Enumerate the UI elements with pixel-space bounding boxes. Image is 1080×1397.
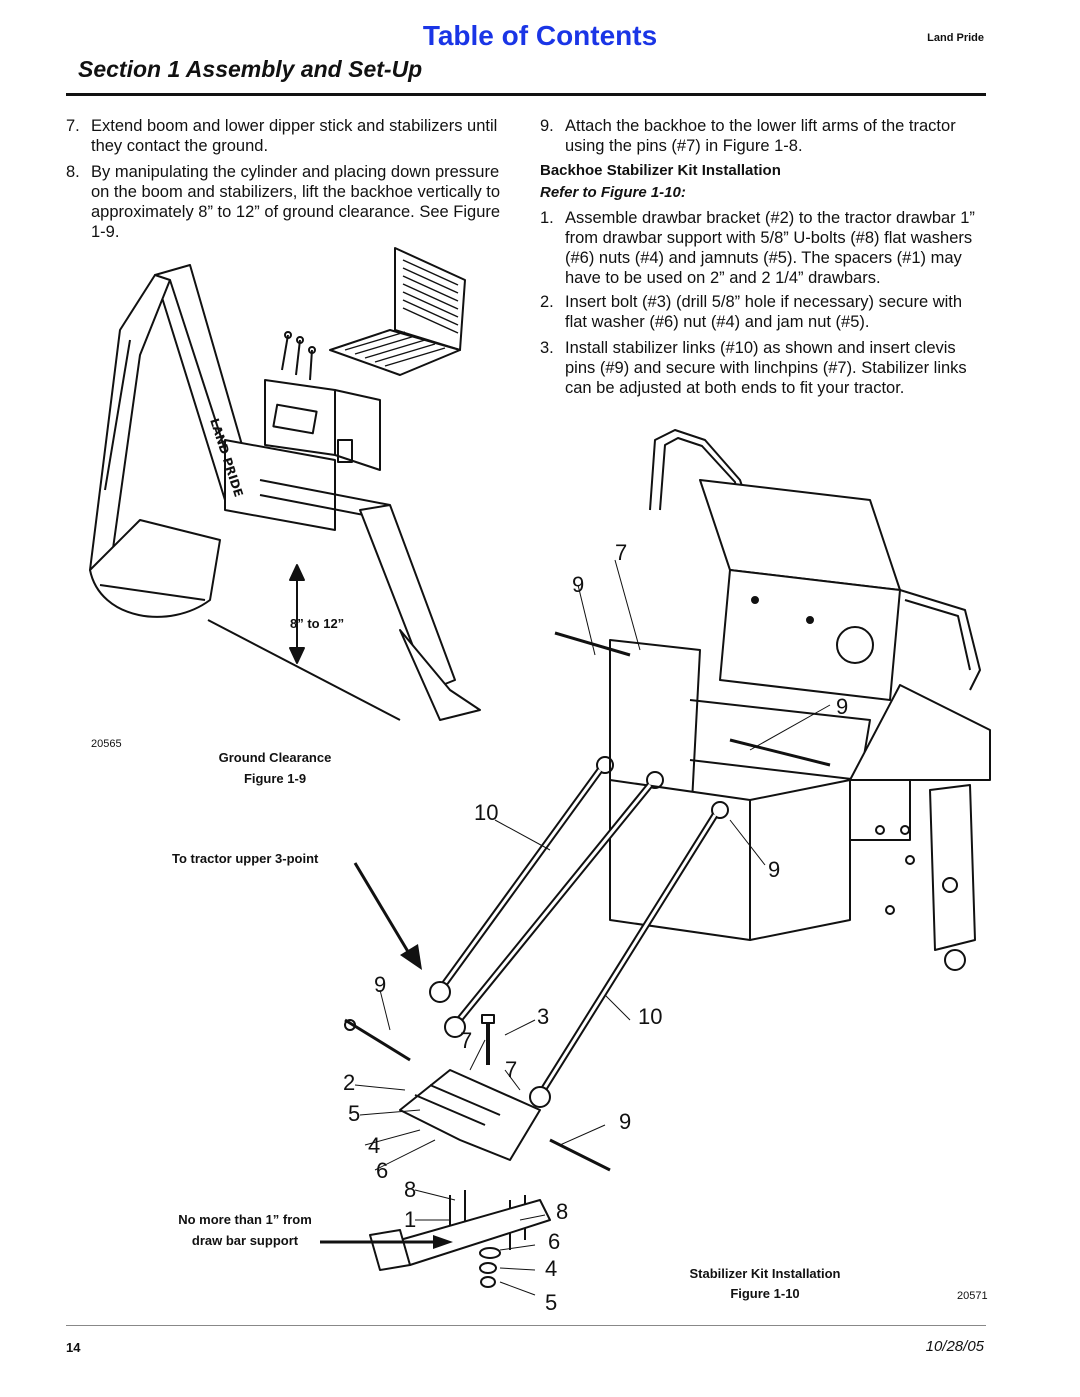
figure-caption-number: Figure 1-9 xyxy=(243,771,307,786)
lower-callout-line1: No more than 1” from xyxy=(178,1212,312,1227)
figure-caption-title: Ground Clearance xyxy=(218,750,332,765)
step-text: Extend boom and lower dipper stick and s… xyxy=(91,117,498,155)
refer-to-figure: Refer to Figure 1-10: xyxy=(540,184,686,201)
item-label: 4 xyxy=(545,1256,558,1281)
page-date: 10/28/05 xyxy=(925,1338,984,1355)
item-label: 6 xyxy=(376,1158,389,1183)
figure-part-id: 20571 xyxy=(957,1290,988,1302)
item-label: 5 xyxy=(348,1101,361,1126)
item-label: 7 xyxy=(615,540,628,565)
item-label: 9 xyxy=(836,694,849,719)
upper-3-point-callout: To tractor upper 3-point xyxy=(172,851,319,866)
step-8: 8. By manipulating the cylinder and plac… xyxy=(66,162,501,242)
step-text: By manipulating the cylinder and placing… xyxy=(91,163,501,241)
item-label: 5 xyxy=(545,1290,558,1315)
kit-step-2: 2. Insert bolt (#3) (drill 5/8” hole if … xyxy=(540,292,988,332)
section-title: Section 1 Assembly and Set-Up xyxy=(78,56,423,82)
step-number: 2. xyxy=(540,293,554,311)
step-9: 9. Attach the backhoe to the lower lift … xyxy=(540,116,988,156)
kit-step-3: 3. Install stabilizer links (#10) as sho… xyxy=(540,338,988,398)
kit-heading: Backhoe Stabilizer Kit Installation xyxy=(540,162,781,179)
item-label: 7 xyxy=(460,1028,473,1053)
callout-arrow-upper xyxy=(353,862,422,970)
footer-rule xyxy=(66,1325,986,1326)
stabilizer-kit-illustration xyxy=(344,429,991,1296)
item-label: 9 xyxy=(572,572,585,597)
item-label: 7 xyxy=(505,1057,518,1082)
item-label: 4 xyxy=(368,1133,381,1158)
item-label: 10 xyxy=(474,800,499,825)
step-text: Install stabilizer links (#10) as shown … xyxy=(565,339,967,397)
step-number: 9. xyxy=(540,117,554,135)
backhoe-illustration: LAND PRIDE xyxy=(89,247,481,721)
figure-caption-title: Stabilizer Kit Installation xyxy=(689,1266,841,1281)
figure-part-id: 20565 xyxy=(91,738,122,750)
brand-name: Land Pride xyxy=(927,32,984,44)
measure-label: 8” to 12” xyxy=(290,616,345,631)
item-label: 1 xyxy=(404,1207,417,1232)
step-text: Attach the backhoe to the lower lift arm… xyxy=(565,117,956,155)
lower-callout-line2: draw bar support xyxy=(191,1233,299,1248)
item-label: 3 xyxy=(537,1004,550,1029)
item-label: 6 xyxy=(548,1229,561,1254)
item-label: 9 xyxy=(374,972,387,997)
item-label: 9 xyxy=(619,1109,632,1134)
step-number: 8. xyxy=(66,163,80,181)
page-number: 14 xyxy=(66,1340,81,1355)
kit-step-1: 1. Assemble drawbar bracket (#2) to the … xyxy=(540,208,988,288)
step-number: 7. xyxy=(66,117,80,135)
callout-arrow-lower xyxy=(320,1235,453,1249)
table-of-contents-link[interactable]: Table of Contents xyxy=(422,20,658,51)
item-label: 2 xyxy=(343,1070,356,1095)
step-number: 3. xyxy=(540,339,554,357)
step-text: Assemble drawbar bracket (#2) to the tra… xyxy=(565,209,975,287)
step-7: 7. Extend boom and lower dipper stick an… xyxy=(66,116,501,156)
item-label: 9 xyxy=(768,857,781,882)
step-number: 1. xyxy=(540,209,554,227)
item-label: 8 xyxy=(404,1177,417,1202)
item-label: 8 xyxy=(556,1199,569,1224)
step-text: Insert bolt (#3) (drill 5/8” hole if nec… xyxy=(565,293,963,331)
header-rule xyxy=(66,93,986,96)
item-label: 10 xyxy=(638,1004,663,1029)
figure-caption-number: Figure 1-10 xyxy=(730,1286,800,1301)
